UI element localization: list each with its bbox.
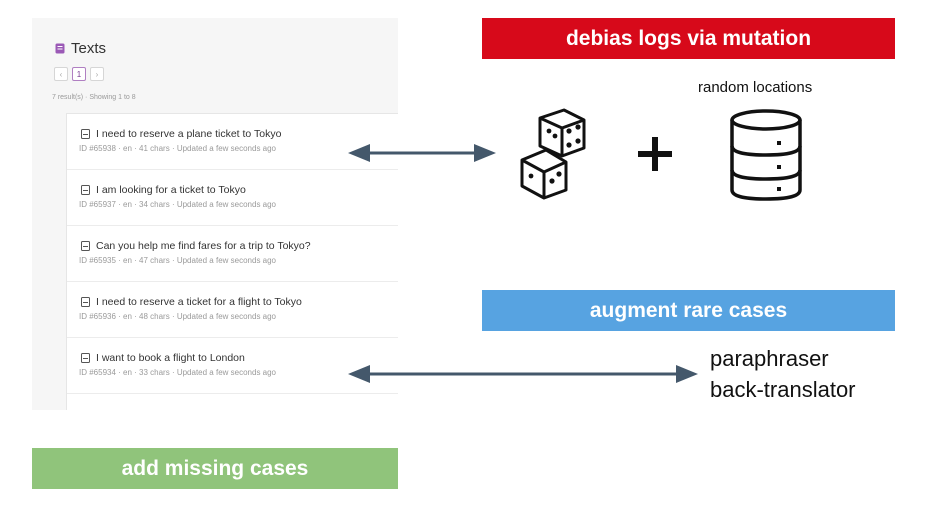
- prev-page-button[interactable]: ‹: [54, 67, 68, 81]
- list-item[interactable]: I need to reserve a plane ticket to Toky…: [67, 114, 398, 170]
- text-list: I need to reserve a plane ticket to Toky…: [66, 113, 398, 410]
- document-icon: [55, 43, 65, 54]
- list-item-text: I want to book a flight to London: [96, 352, 245, 364]
- list-item-meta: ID #65938 · en · 41 chars · Updated a fe…: [79, 144, 277, 153]
- list-item-text: Can you help me find fares for a trip to…: [96, 240, 311, 252]
- plus-icon: [638, 137, 672, 171]
- pagination: ‹ 1 ›: [54, 67, 104, 81]
- list-item-text: I am looking for a ticket to Tokyo: [96, 184, 246, 196]
- list-item-text: I need to reserve a plane ticket to Toky…: [96, 128, 282, 140]
- database-icon: [730, 109, 802, 201]
- paraphraser-label: paraphraser: [710, 346, 829, 371]
- list-item-title: I want to book a flight to London: [81, 352, 245, 364]
- results-count: 7 result(s) · Showing 1 to 8: [52, 94, 136, 101]
- list-item-meta: ID #65935 · en · 47 chars · Updated a fe…: [79, 256, 277, 265]
- panel-title-text: Texts: [71, 40, 107, 57]
- list-item[interactable]: I want to book a flight to London ID #65…: [67, 338, 398, 394]
- document-icon: [81, 353, 90, 363]
- document-icon: [81, 185, 90, 195]
- list-item[interactable]: I need to reserve a ticket for a flight …: [67, 282, 398, 338]
- augment-banner: augment rare cases: [482, 290, 895, 331]
- list-item[interactable]: I am looking for a ticket to Tokyo ID #6…: [67, 170, 398, 226]
- list-item-title: Can you help me find fares for a trip to…: [81, 240, 311, 252]
- double-arrow-bottom: [348, 365, 698, 383]
- missing-cases-banner: add missing cases: [32, 448, 398, 489]
- list-item-title: I need to reserve a plane ticket to Toky…: [81, 128, 281, 140]
- debias-banner: debias logs via mutation: [482, 18, 895, 59]
- document-icon: [81, 129, 90, 139]
- random-locations-label: random locations: [698, 79, 813, 96]
- list-item-text: I need to reserve a ticket for a flight …: [96, 296, 302, 308]
- document-icon: [81, 241, 90, 251]
- dice-icon: [520, 108, 586, 200]
- list-item[interactable]: Can you help me find fares for a trip to…: [67, 226, 398, 282]
- panel-title: Texts: [55, 40, 106, 57]
- list-item-meta: ID #65934 · en · 33 chars · Updated a fe…: [79, 368, 277, 377]
- page-1-button[interactable]: 1: [72, 67, 86, 81]
- document-icon: [81, 297, 90, 307]
- texts-panel: Texts ‹ 1 › 7 result(s) · Showing 1 to 8…: [32, 18, 398, 410]
- list-item-meta: ID #65936 · en · 48 chars · Updated a fe…: [79, 312, 277, 321]
- list-item-meta: ID #65937 · en · 34 chars · Updated a fe…: [79, 200, 277, 209]
- list-item-title: I need to reserve a ticket for a flight …: [81, 296, 302, 308]
- next-page-button[interactable]: ›: [90, 67, 104, 81]
- back-translator-label: back-translator: [710, 377, 856, 402]
- list-item-title: I am looking for a ticket to Tokyo: [81, 184, 246, 196]
